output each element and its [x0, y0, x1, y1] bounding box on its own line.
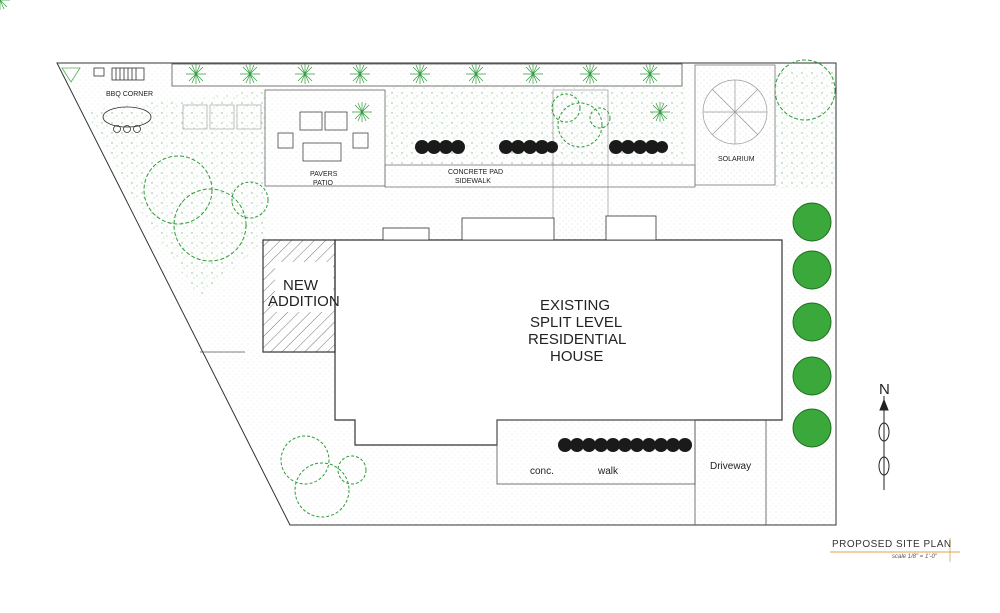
label-pavers: PAVERS	[310, 171, 338, 178]
label-driveway: Driveway	[710, 461, 751, 472]
round-shrubs-column	[792, 202, 832, 448]
plan-scale: scale 1/8" = 1'-0"	[892, 554, 937, 560]
patio-furniture	[277, 111, 369, 162]
pavers-patio-area	[264, 89, 386, 187]
label-split-level: SPLIT LEVEL	[530, 314, 622, 331]
solarium-umbrella-icon	[702, 79, 768, 145]
corner-plant-icon	[61, 67, 81, 83]
label-existing: EXISTING	[540, 297, 610, 314]
label-residential: RESIDENTIAL	[528, 331, 626, 348]
agave-plants-row	[0, 0, 671, 123]
label-sidewalk: SIDEWALK	[455, 178, 491, 185]
bbq-grill-icon	[93, 67, 145, 81]
label-new: NEW	[283, 277, 319, 294]
label-house: HOUSE	[550, 348, 603, 365]
label-solarium: SOLARIUM	[718, 156, 755, 163]
label-patio: PATIO	[313, 180, 334, 187]
label-walk: walk	[597, 466, 619, 477]
trees	[143, 59, 836, 518]
label-concrete-pad: CONCRETE PAD	[448, 169, 503, 176]
hedge-shrubs-top	[415, 140, 668, 154]
paver-squares	[182, 104, 262, 130]
hedge-shrubs-front	[558, 438, 692, 452]
label-conc: conc.	[530, 466, 554, 477]
north-arrow-icon	[878, 396, 890, 490]
label-bbq-corner: BBQ CORNER	[106, 91, 153, 98]
plan-title: PROPOSED SITE PLAN	[832, 539, 952, 550]
top-planter-strip	[171, 63, 683, 87]
label-north: N	[879, 381, 890, 398]
ground-cover	[85, 68, 835, 300]
label-addition: ADDITION	[268, 293, 340, 310]
bbq-table-icon	[102, 106, 152, 133]
